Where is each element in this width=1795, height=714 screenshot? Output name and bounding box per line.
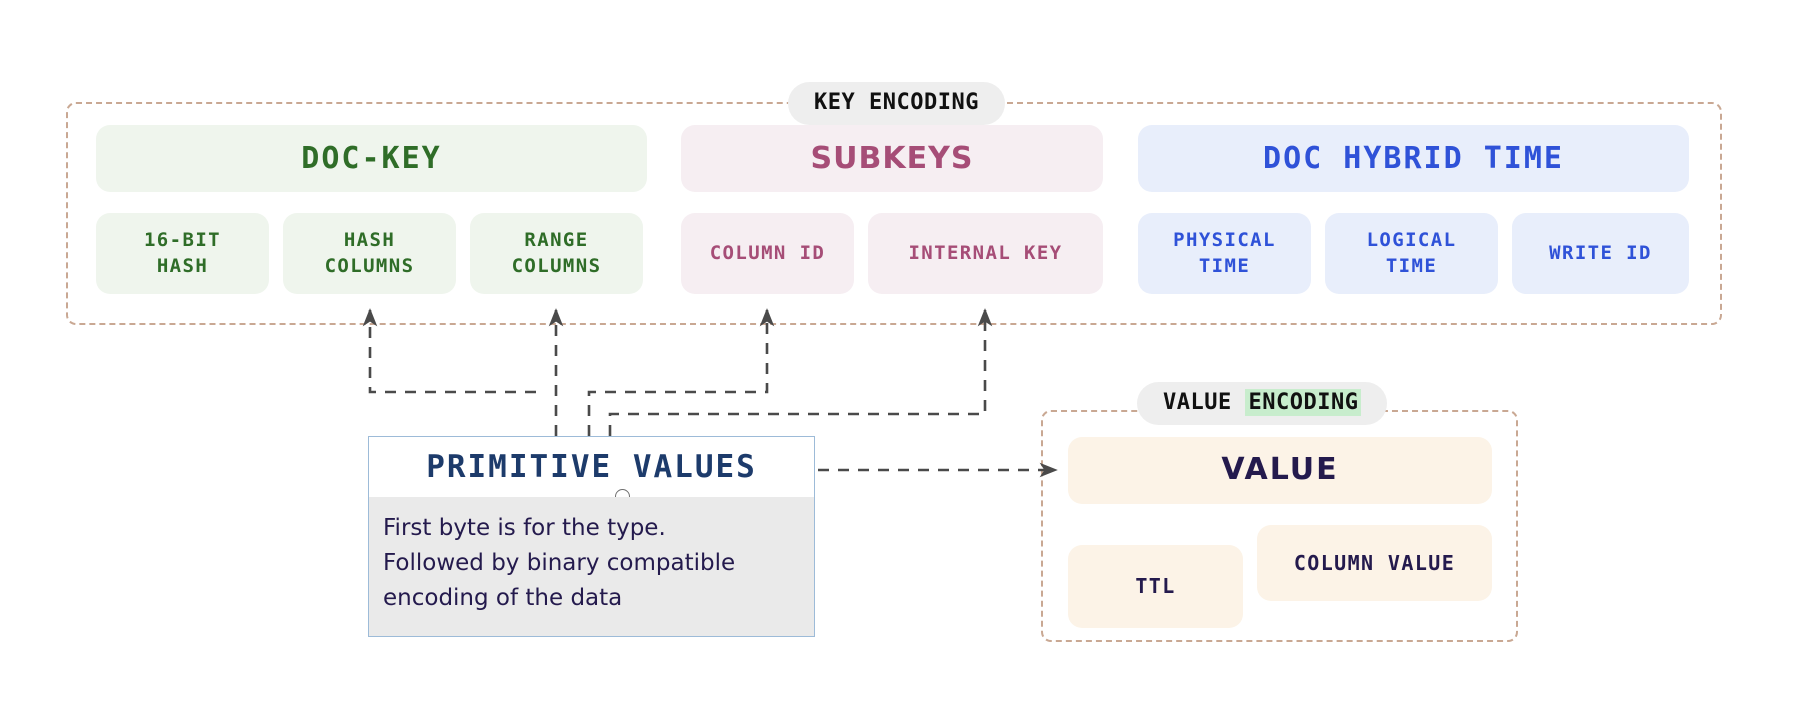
section-header-subkeys[interactable]: SUBKEYS [681,125,1103,192]
chip-write-id[interactable]: WRITE ID [1512,213,1689,294]
chip-ttl[interactable]: TTL [1068,545,1243,628]
value-encoding-title-text: VALUE [1163,390,1246,415]
section-header-doc-key-label: DOC-KEY [301,141,442,176]
chip-range-columns[interactable]: RANGE COLUMNS [470,213,643,294]
connector-to-column-id [587,308,775,436]
primitive-values-description: First byte is for the type. Followed by … [369,497,814,636]
section-header-doc-key[interactable]: DOC-KEY [96,125,647,192]
chip-hash-columns[interactable]: HASH COLUMNS [283,213,456,294]
section-header-value[interactable]: VALUE [1068,437,1492,504]
key-encoding-title-pill: KEY ENCODING [788,82,1005,125]
chip-16-bit-hash[interactable]: 16-BIT HASH [96,213,269,294]
connector-to-internal-key [608,308,993,436]
chip-internal-key[interactable]: INTERNAL KEY [868,213,1103,294]
value-encoding-title-pill: VALUE ENCODING [1137,382,1388,425]
primitive-values-title: PRIMITIVE VALUES [426,449,757,485]
chip-column-value[interactable]: COLUMN VALUE [1257,525,1492,601]
chip-logical-time[interactable]: LOGICAL TIME [1325,213,1498,294]
section-header-doc-hybrid-time-label: DOC HYBRID TIME [1263,141,1564,176]
chip-physical-time[interactable]: PHYSICAL TIME [1138,213,1311,294]
section-header-doc-hybrid-time[interactable]: DOC HYBRID TIME [1138,125,1689,192]
value-encoding-title-highlight: ENCODING [1245,389,1362,416]
section-header-subkeys-label: SUBKEYS [810,141,974,176]
chip-column-id[interactable]: COLUMN ID [681,213,854,294]
key-encoding-title-text: KEY ENCODING [814,90,979,115]
